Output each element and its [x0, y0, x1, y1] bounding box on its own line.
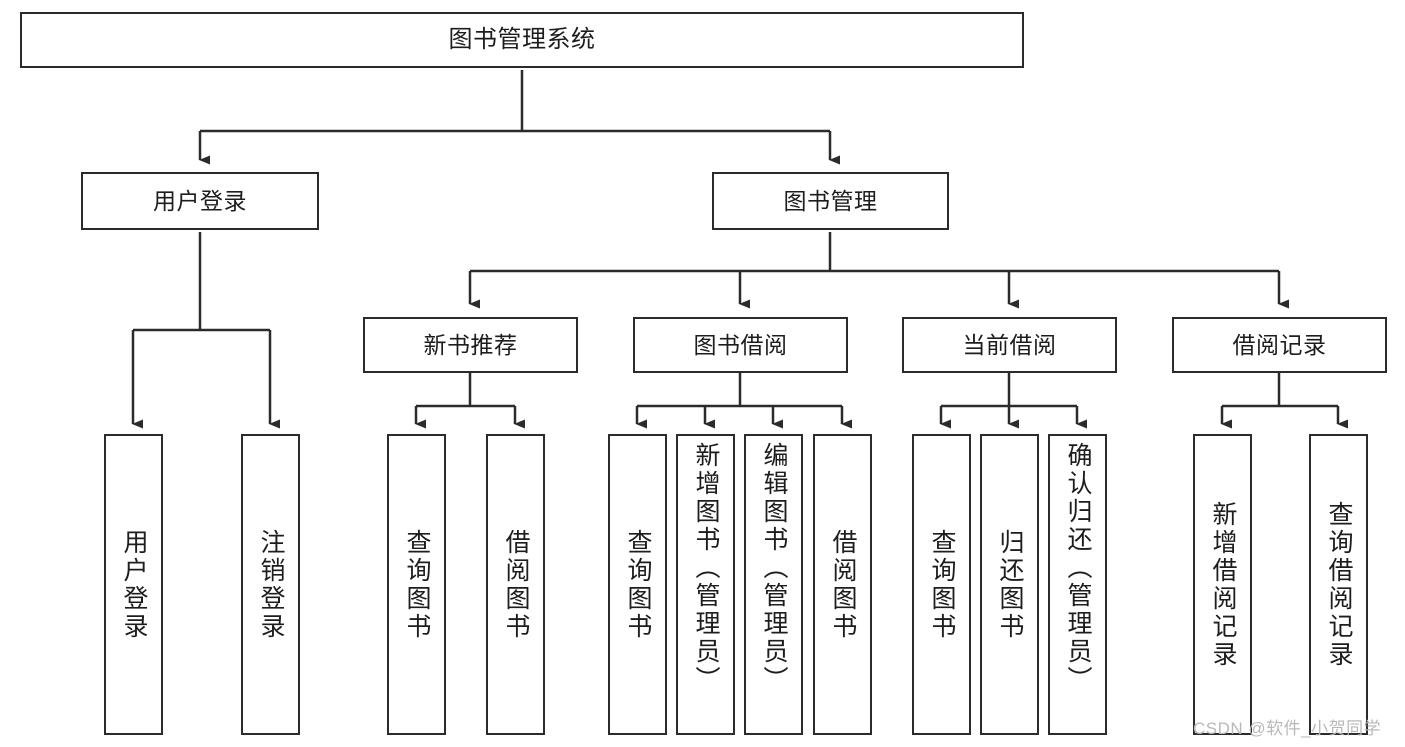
node-user-login[interactable]: 用户登录 — [81, 172, 319, 230]
node-leaf-edit-book-admin[interactable]: 编辑图书（管理员） — [744, 434, 803, 735]
node-leaf-borrow-books-newbook[interactable]: 借阅图书 — [486, 434, 545, 735]
node-user-login-label: 用户登录 — [153, 187, 247, 214]
node-leaf-query-borrow-record-label: 查询借阅记录 — [1325, 500, 1353, 669]
watermark: CSDN @软件_小贺同学 — [1193, 719, 1382, 738]
node-leaf-query-borrow-record[interactable]: 查询借阅记录 — [1309, 434, 1368, 735]
node-leaf-borrow-books-borrow-label: 借阅图书 — [829, 528, 857, 641]
node-leaf-confirm-return-admin[interactable]: 确认归还（管理员） — [1048, 434, 1107, 735]
node-book-management[interactable]: 图书管理 — [712, 172, 949, 230]
node-root[interactable]: 图书管理系统 — [20, 12, 1024, 68]
node-leaf-borrow-books-borrow[interactable]: 借阅图书 — [813, 434, 872, 735]
node-leaf-return-books-label: 归还图书 — [996, 528, 1024, 641]
node-leaf-add-book-admin[interactable]: 新增图书（管理员） — [676, 434, 735, 735]
node-leaf-add-borrow-record-label: 新增借阅记录 — [1209, 500, 1237, 669]
node-leaf-query-books-current[interactable]: 查询图书 — [912, 434, 971, 735]
node-new-book-recommend[interactable]: 新书推荐 — [363, 317, 578, 373]
node-leaf-add-borrow-record[interactable]: 新增借阅记录 — [1193, 434, 1252, 735]
node-leaf-query-books-borrow-label: 查询图书 — [624, 528, 652, 641]
node-leaf-confirm-return-admin-label: 确认归还（管理员） — [1064, 442, 1092, 694]
node-leaf-query-books-borrow[interactable]: 查询图书 — [608, 434, 667, 735]
node-root-label: 图书管理系统 — [448, 26, 596, 54]
node-leaf-logout-label: 注销登录 — [257, 528, 285, 641]
node-leaf-query-books-current-label: 查询图书 — [928, 528, 956, 641]
node-current-borrow-label: 当前借阅 — [962, 331, 1057, 358]
node-book-management-label: 图书管理 — [783, 187, 878, 214]
node-leaf-user-login[interactable]: 用户登录 — [104, 434, 163, 735]
node-new-book-recommend-label: 新书推荐 — [423, 331, 518, 358]
node-book-borrow-label: 图书借阅 — [693, 331, 788, 358]
node-leaf-add-book-admin-label: 新增图书（管理员） — [692, 442, 720, 694]
node-book-borrow[interactable]: 图书借阅 — [633, 317, 848, 373]
node-leaf-logout[interactable]: 注销登录 — [241, 434, 300, 735]
node-current-borrow[interactable]: 当前借阅 — [902, 317, 1117, 373]
node-leaf-query-books-newbook-label: 查询图书 — [403, 528, 431, 641]
node-leaf-borrow-books-newbook-label: 借阅图书 — [502, 528, 530, 641]
node-borrow-records[interactable]: 借阅记录 — [1172, 317, 1387, 373]
node-borrow-records-label: 借阅记录 — [1232, 331, 1327, 358]
node-leaf-user-login-label: 用户登录 — [120, 528, 148, 641]
node-leaf-return-books[interactable]: 归还图书 — [980, 434, 1039, 735]
node-leaf-query-books-newbook[interactable]: 查询图书 — [387, 434, 446, 735]
node-leaf-edit-book-admin-label: 编辑图书（管理员） — [760, 442, 788, 694]
